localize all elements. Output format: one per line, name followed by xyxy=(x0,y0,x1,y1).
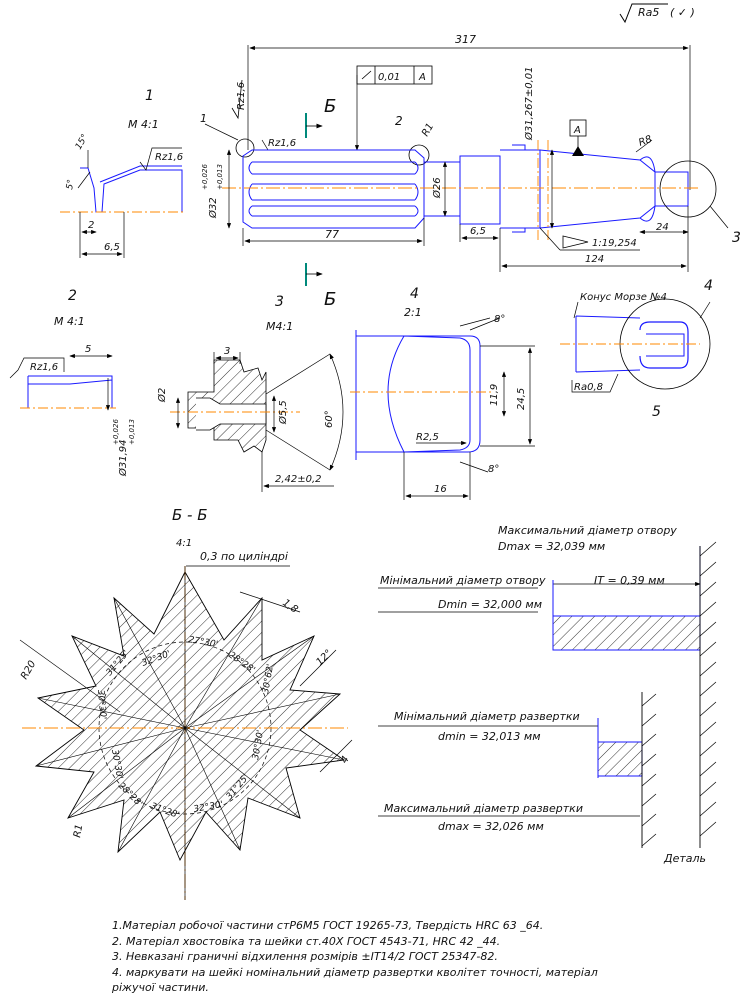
dmin-hole-label: Мінімальний діаметр отвору xyxy=(380,574,546,587)
note-1: 1.Матеріал робочої частини стР6М5 ГОСТ 1… xyxy=(112,919,544,932)
main-view: 317 0,01 A Rz1,6 1 Rz1,6 Б Б 2 xyxy=(200,33,741,310)
overall-length-label: 317 xyxy=(455,33,476,46)
working-length: 77 xyxy=(325,228,339,241)
detail-3-dia2: Ø2 xyxy=(156,388,168,403)
section-title: Б - Б xyxy=(172,506,208,524)
detail-3-scale: M4:1 xyxy=(266,320,293,333)
callout-1: 1 xyxy=(200,112,207,125)
detail-2-dia: Ø31,94 xyxy=(117,440,129,478)
notes: 1.Матеріал робочої частини стР6М5 ГОСТ 1… xyxy=(112,918,712,996)
detail-morse-number-5: 5 xyxy=(652,404,661,420)
section-mark-bottom: Б xyxy=(324,289,336,310)
dia-main: Ø32 xyxy=(207,197,219,219)
detail-2: 2 M 4:1 Rz1,6 5 Ø31,94 +0,026 +0,013 xyxy=(9,288,136,478)
detail-3-number: 3 xyxy=(275,294,284,310)
detail-4: 4 2:1 24,5 11,9 8° 8° R2,5 16 xyxy=(350,286,535,500)
detail-1-dim2: 2 xyxy=(88,220,94,231)
detail-4-dim245: 24,5 xyxy=(516,388,527,410)
taper-value: 1:19,254 xyxy=(592,238,637,249)
dia-neck: Ø26 xyxy=(431,177,443,199)
tang-len: 24 xyxy=(656,222,669,233)
radius-r8: R8 xyxy=(637,134,653,149)
flatness-datum: A xyxy=(418,72,426,83)
section-bb: Б - Б 4:1 0,3 по циліндрі R20 R1 1,8 12° xyxy=(19,506,353,900)
detail-1-angle5: 5° xyxy=(65,179,77,191)
dmax-hole-label: Максимальний діаметр отвору xyxy=(498,524,677,537)
tolerance-scheme: Максимальний діаметр отвору Dmax = 32,03… xyxy=(378,524,717,865)
dmin-hole-value: Dmin = 32,000 мм xyxy=(438,598,542,611)
dia-main-tol-upper: +0,026 xyxy=(201,164,209,190)
detail-2-scale: M 4:1 xyxy=(54,315,85,328)
callout-2: 2 xyxy=(395,114,403,128)
radius-r1-main: R1 xyxy=(420,121,436,138)
it-value: IT = 0,39 мм xyxy=(594,574,665,587)
shank-len: 124 xyxy=(585,254,604,265)
dmax-ream-label: Максимальний діаметр развертки xyxy=(384,802,583,815)
detail-4-dim119: 11,9 xyxy=(489,384,500,406)
detail-morse-number-4: 4 xyxy=(704,278,713,294)
detail-1-scale: M 4:1 xyxy=(128,118,159,131)
roughness-symbol: Ra5 ( ✓ ) xyxy=(619,3,695,24)
dia-main-tol-lower: +0,013 xyxy=(216,164,224,190)
detail-2-dim5: 5 xyxy=(85,344,91,355)
datum-a: A xyxy=(573,125,581,136)
detail-2-number: 2 xyxy=(68,288,77,304)
morse-label: Конус Морзе №4 xyxy=(580,292,667,303)
section-d4: 4 xyxy=(339,754,352,765)
morse-ra: Ra0,8 xyxy=(574,382,603,393)
detail-3-angle60: 60° xyxy=(324,410,335,428)
callout-3: 3 xyxy=(732,230,741,246)
detail-1-angle15: 15° xyxy=(74,133,91,152)
flatness-frame: 0,01 A xyxy=(354,65,433,151)
note-5: ріжучої частини. xyxy=(112,981,209,994)
rz-top: Rz1,6 xyxy=(236,82,247,110)
detail-3-dim242: 2,42±0,2 xyxy=(275,474,322,485)
roughness-note: ( ✓ ) xyxy=(670,6,695,19)
section-angle-11: 30°30' xyxy=(95,689,108,720)
detail-3-dia55: Ø5,5 xyxy=(277,400,289,425)
detail-1: 1 M 4:1 15° 5° 2 6,5 Rz1,6 xyxy=(60,88,186,258)
note-2: 2. Матеріал хвостовіка та шейки ст.40Х Г… xyxy=(112,934,501,948)
detail-1-number: 1 xyxy=(145,88,154,104)
note-3: 3. Невказані граничні відхилення розмірі… xyxy=(112,950,498,963)
detail-3: 3 M4:1 3 Ø2 Ø5,5 60° 2,42±0,2 xyxy=(156,294,344,492)
roughness-value: Ra5 xyxy=(638,6,659,19)
section-cyl: 0,3 по циліндрі xyxy=(200,550,288,563)
section-scale: 4:1 xyxy=(176,538,192,549)
shank-dia: Ø31,267±0,01 xyxy=(523,66,535,141)
detail-2-rz: Rz1,6 xyxy=(30,362,58,373)
section-d18: 1,8 xyxy=(280,597,299,615)
detail-morse: Конус Морзе №4 4 Ra0,8 5 xyxy=(560,278,713,420)
detail-4-dim16: 16 xyxy=(434,484,447,495)
detail-1-dim65: 6,5 xyxy=(104,242,120,253)
part-label: Деталь xyxy=(663,852,706,865)
rz-spot: Rz1,6 xyxy=(268,138,296,149)
detail-2-tol-lower: +0,013 xyxy=(128,419,136,445)
detail-4-r25: R2,5 xyxy=(416,432,439,443)
detail-2-tol-upper: +0,026 xyxy=(112,419,120,445)
section-r1: R1 xyxy=(72,824,85,839)
neck-len: 6,5 xyxy=(470,226,486,237)
dmin-ream-label: Мінімальний діаметр развертки xyxy=(394,710,580,723)
section-a12: 12° xyxy=(314,648,334,668)
detail-4-angle8b: 8° xyxy=(488,464,499,475)
dmin-ream-value: dmin = 32,013 мм xyxy=(438,730,541,743)
note-4: 4. маркувати на шейкі номінальний діамет… xyxy=(112,965,598,979)
section-r20: R20 xyxy=(19,659,38,682)
detail-4-scale: 2:1 xyxy=(404,306,422,319)
section-mark-top: Б xyxy=(324,96,336,117)
flatness-value: 0,01 xyxy=(378,72,400,83)
detail-1-rz: Rz1,6 xyxy=(155,152,183,163)
dmax-ream-value: dmax = 32,026 мм xyxy=(438,820,544,833)
detail-4-angle8a: 8° xyxy=(494,314,505,325)
detail-3-dim3: 3 xyxy=(224,346,230,357)
detail-4-number: 4 xyxy=(410,286,419,302)
dmax-hole-value: Dmax = 32,039 мм xyxy=(498,540,605,553)
